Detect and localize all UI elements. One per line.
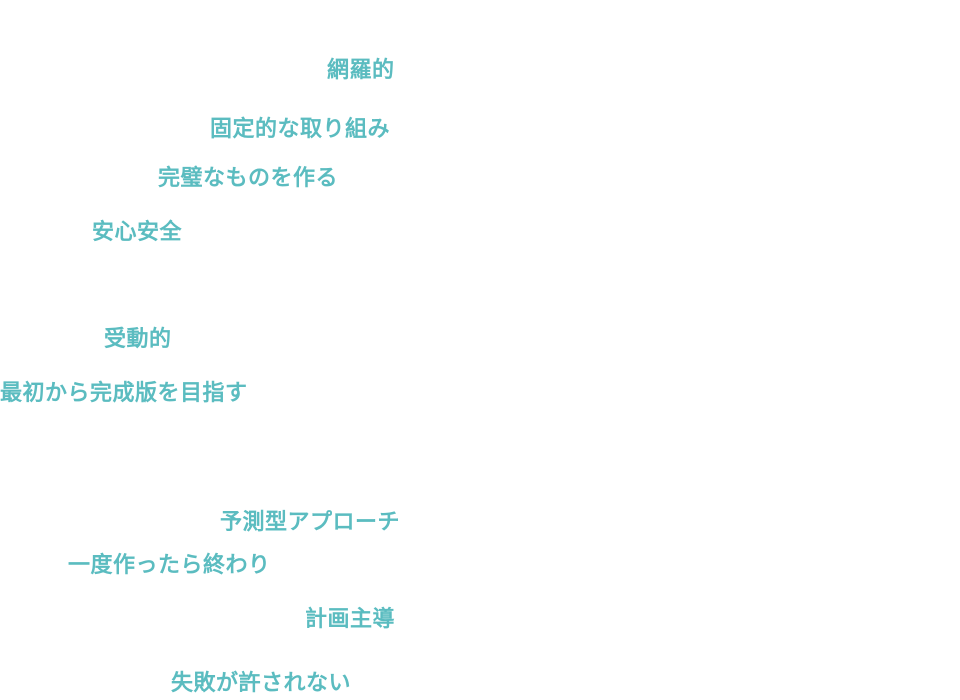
- keyword-done-once-built: 一度作ったら終わり: [68, 553, 271, 578]
- keyword-no-failure-allowed: 失敗が許されない: [171, 671, 352, 696]
- keyword-passive: 受動的: [104, 327, 172, 352]
- keyword-fixed-approach: 固定的な取り組み: [210, 117, 391, 142]
- keyword-safety: 安心安全: [92, 220, 183, 245]
- keyword-predictive-approach: 予測型アプローチ: [220, 510, 401, 535]
- keyword-plan-driven: 計画主導: [305, 607, 396, 632]
- keyword-comprehensive: 網羅的: [327, 58, 395, 83]
- keyword-complete-from-start: 最初から完成版を目指す: [0, 381, 248, 406]
- keyword-make-perfect: 完璧なものを作る: [158, 166, 339, 191]
